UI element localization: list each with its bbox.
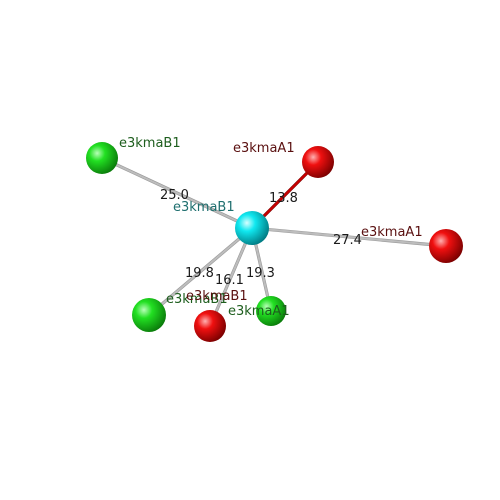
distance-label-red-top: 13.8 (269, 191, 298, 206)
bond-green-lower-left (148, 227, 253, 316)
atom-green-upper-left[interactable] (86, 142, 118, 174)
atom-label-red-right: e3kmaA1 (361, 225, 423, 240)
distance-label-red-right: 27.4 (333, 233, 362, 248)
atom-green-lower-left[interactable] (132, 298, 166, 332)
atom-red-bottom[interactable] (194, 310, 226, 342)
atom-red-right[interactable] (429, 229, 463, 263)
distance-label-green-lower-left: 19.8 (185, 266, 214, 281)
atom-label-green-upper-left: e3kmaB1 (119, 136, 181, 151)
atom-label-red-bottom: e3kmaB1 (186, 289, 248, 304)
atoms-layer (86, 142, 463, 342)
atom-green-bottom[interactable] (256, 296, 286, 326)
atom-label-green-bottom: e3kmaA1 (228, 304, 290, 319)
bond-red-bottom (209, 227, 253, 327)
labels-layer: e3kmaB1e3kmaB125.0e3kmaA113.8e3kmaA127.4… (119, 136, 423, 319)
atom-label-green-lower-left: e3kmaB1 (166, 292, 228, 307)
bond-green-upper-left (101, 157, 253, 229)
atom-center[interactable] (235, 211, 269, 245)
distance-label-green-bottom: 19.3 (246, 266, 275, 281)
atom-label-red-top: e3kmaA1 (233, 141, 295, 156)
center-atom-label: e3kmaB1 (173, 200, 235, 215)
distance-label-red-bottom: 16.1 (215, 273, 244, 288)
distance-label-green-upper-left: 25.0 (160, 188, 189, 203)
atom-red-top[interactable] (302, 146, 334, 178)
bond-red-right (251, 227, 447, 247)
